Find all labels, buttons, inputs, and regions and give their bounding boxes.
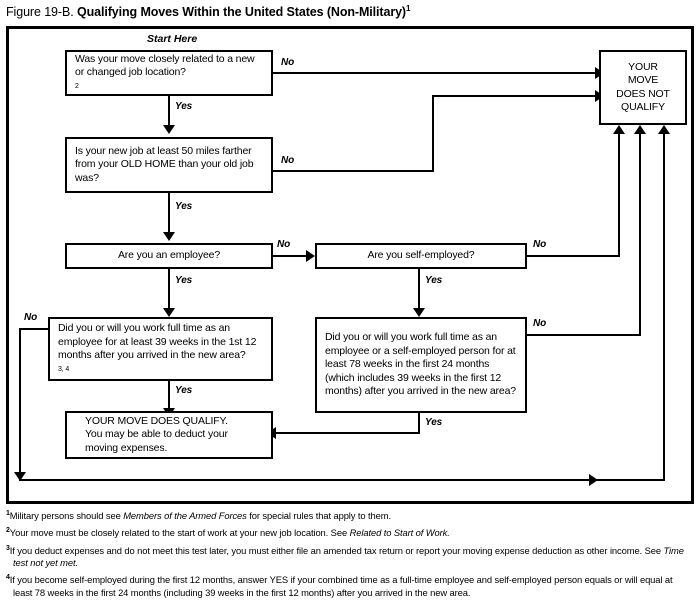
bottom-rail-up-arrowhead <box>658 125 670 134</box>
edge-q6-yes-line-v <box>418 413 420 434</box>
edge-q6-no-line-v <box>639 133 641 336</box>
edge-label-q6-no: No <box>533 318 547 329</box>
decision-box-employee[interactable]: Are you an employee? <box>65 243 273 269</box>
footnote-1-part-0: Military persons should see <box>9 510 124 522</box>
terminal-box-qualify-line1: YOUR MOVE DOES QUALIFY. <box>85 414 228 427</box>
edge-label-q4-yes: Yes <box>425 275 443 286</box>
footnote-1-part-1: Members of the Armed Forces <box>123 510 247 522</box>
edge-q4-yes-line <box>418 269 420 311</box>
edge-q3-yes-line <box>168 269 170 311</box>
decision-box-78-weeks-text: Did you or will you work full time as an… <box>325 331 516 398</box>
edge-label-q3-yes: Yes <box>175 275 193 286</box>
footnote-marker-1: 1 <box>6 510 10 517</box>
terminal-box-qualify-line3: moving expenses. <box>85 441 168 454</box>
edge-q3-no-line <box>273 255 309 257</box>
edge-q4-no-line-v <box>618 133 620 257</box>
edge-label-q1-yes: Yes <box>175 101 193 112</box>
footnote-3: 3If you deduct expenses and do not meet … <box>6 543 694 570</box>
footnote-2-part-0: Your move must be closely related to the… <box>9 527 350 539</box>
edge-q5-no-line-v <box>19 328 21 481</box>
decision-box-job-location-text: Was your move closely related to a new o… <box>75 52 255 79</box>
footnote-marker-4: 4 <box>6 574 10 582</box>
footnote-marker-2: 2 <box>6 527 10 535</box>
figure-number: Figure 19-B. <box>6 5 74 20</box>
footnote-2: 2Your move must be closely related to th… <box>6 525 694 539</box>
footnote-marker-3: 3 <box>6 544 10 552</box>
edge-q6-no-line-h <box>527 334 641 336</box>
bottom-rail-arrowhead <box>589 474 598 486</box>
decision-box-39-weeks-text: Did you or will you work full time as an… <box>58 322 257 361</box>
edge-q3-no-arrowhead <box>306 250 315 262</box>
terminal-box-not-qualify[interactable]: YOUR MOVE DOES NOT QUALIFY <box>599 50 687 125</box>
q1-footnote-marker: 2 <box>75 82 79 90</box>
decision-box-self-employed[interactable]: Are you self-employed? <box>315 243 527 269</box>
decision-box-employee-text: Are you an employee? <box>117 249 221 262</box>
edge-q2-no-line-h2 <box>432 95 598 97</box>
edge-q2-yes-line <box>168 193 170 235</box>
terminal-box-qualify-line2: You may be able to deduct your <box>85 428 228 441</box>
decision-box-50-miles-text: Is your new job at least 50 miles farthe… <box>75 144 254 184</box>
bottom-rail-line-v <box>663 133 665 481</box>
edge-label-q3-no: No <box>277 239 291 250</box>
edge-q4-no-arrowhead <box>613 125 625 134</box>
footnote-3-part-0: If you deduct expenses and do not meet t… <box>9 544 664 556</box>
decision-box-39-weeks[interactable]: Did you or will you work full time as an… <box>48 317 273 381</box>
start-here-label: Start Here <box>147 33 198 45</box>
decision-box-self-employed-text: Are you self-employed? <box>367 249 475 262</box>
edge-q6-yes-line-h <box>276 432 420 434</box>
figure-title: Figure 19-B. Qualifying Moves Within the… <box>6 4 410 19</box>
edge-label-q6-yes: Yes <box>425 417 443 428</box>
edge-label-q5-yes: Yes <box>175 385 193 396</box>
footnote-2-part-1: Related to Start of Work. <box>349 527 450 539</box>
decision-box-job-location[interactable]: Was your move closely related to a new o… <box>65 50 273 96</box>
terminal-box-not-qualify-line1: YOUR <box>628 60 658 73</box>
terminal-box-not-qualify-line4: QUALIFY <box>621 101 665 113</box>
title-footnote-marker: 1 <box>406 4 411 13</box>
edge-q5-no-line-h <box>19 328 50 330</box>
decision-box-50-miles[interactable]: Is your new job at least 50 miles farthe… <box>65 137 273 193</box>
footnote-4-part-0: If you become self-employed during the f… <box>9 574 673 598</box>
edge-q1-no-line <box>273 72 598 74</box>
q5-footnote-marker: 3, 4 <box>58 365 70 373</box>
edge-label-q4-no: No <box>533 239 547 250</box>
footnote-3-part-1: Time test not yet met. <box>13 544 684 568</box>
edge-label-q2-yes: Yes <box>175 201 193 212</box>
terminal-box-qualify[interactable]: YOUR MOVE DOES QUALIFY. You may be able … <box>65 411 273 459</box>
footnote-1-part-2: for special rules that apply to them. <box>246 510 391 522</box>
edge-q4-yes-arrowhead <box>413 308 425 317</box>
edge-label-q1-no: No <box>281 57 295 68</box>
terminal-box-not-qualify-line3: DOES NOT <box>616 87 670 100</box>
edge-q6-no-arrowhead <box>634 125 646 134</box>
edge-q2-no-line-v <box>432 95 434 172</box>
edge-label-q2-no: No <box>281 155 295 166</box>
edge-label-q5-no: No <box>24 312 38 323</box>
edge-q3-yes-arrowhead <box>163 308 175 317</box>
chart-frame: Start Here Was your move closely related… <box>6 26 694 504</box>
edge-q2-no-line-h1 <box>273 170 434 172</box>
footnote-4: 4If you become self-employed during the … <box>6 572 694 599</box>
decision-box-78-weeks[interactable]: Did you or will you work full time as an… <box>315 317 527 413</box>
figure-name: Qualifying Moves Within the United State… <box>76 5 406 20</box>
footnote-1: 1Military persons should see Members of … <box>6 508 694 522</box>
edge-q4-no-line-h <box>527 255 620 257</box>
bottom-rail-line-h2 <box>595 479 665 481</box>
bottom-rail-line <box>19 479 597 481</box>
edge-q1-yes-arrowhead <box>163 125 175 134</box>
edge-q5-no-arrowhead <box>14 472 26 481</box>
footnotes-list: 1Military persons should see Members of … <box>6 508 694 600</box>
edge-q5-yes-line <box>168 381 170 411</box>
edge-q2-yes-arrowhead <box>163 232 175 241</box>
terminal-box-not-qualify-line2: MOVE <box>627 74 659 86</box>
edge-q1-yes-line <box>168 96 170 128</box>
